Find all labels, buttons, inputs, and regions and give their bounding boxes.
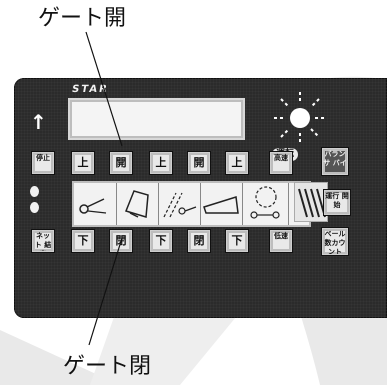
strip-cell-4	[200, 183, 243, 225]
gate-close-button-2[interactable]: 閉	[188, 230, 210, 252]
high-speed-button[interactable]: 高速	[270, 152, 292, 174]
gate-open-button-1[interactable]: 開	[110, 152, 132, 174]
net-binding-button[interactable]: ネット 結束	[32, 230, 54, 252]
gate-open-button-2[interactable]: 開	[188, 152, 210, 174]
run-lamp-icon	[274, 92, 326, 144]
lcd-display	[68, 98, 245, 140]
low-speed-button[interactable]: 低速	[270, 230, 292, 252]
up-button-2[interactable]: 上	[150, 152, 172, 174]
brand-logo: STAR	[71, 84, 110, 95]
bg-wedge-bottom	[90, 300, 250, 385]
bale-count-button[interactable]: ベール 数カウント	[322, 228, 348, 255]
strip-cell-5	[242, 183, 289, 225]
bg-wedge-left	[0, 330, 120, 385]
up-arrow-icon: ↑	[30, 110, 47, 134]
roller-icon	[250, 186, 280, 219]
callout-gate-open: ゲート開	[38, 6, 127, 31]
up-button-1[interactable]: 上	[72, 152, 94, 174]
operation-start-button[interactable]: 運行 開始	[324, 190, 350, 215]
gate-close-button-1[interactable]: 閉	[110, 230, 132, 252]
down-button-3[interactable]: 下	[226, 230, 248, 252]
callout-gate-close: ゲート閉	[63, 354, 152, 379]
down-button-2[interactable]: 下	[150, 230, 172, 252]
function-icon-strip	[72, 181, 311, 227]
bale-icon	[298, 188, 326, 218]
control-panel: STAR ↑ 運転 停止 上 開 上 開 上 高速 バランサ バイ	[14, 78, 387, 318]
arm-icon	[203, 196, 239, 214]
strip-cell-1	[74, 183, 117, 225]
link-icon	[163, 192, 197, 218]
up-button-3[interactable]: 上	[226, 152, 248, 174]
bale-hatch-indicator	[294, 182, 328, 222]
stop-button[interactable]: 停止	[32, 152, 54, 174]
led-upper	[30, 186, 39, 197]
strip-cell-3	[158, 183, 201, 225]
bypass-button[interactable]: バランサ バイ	[322, 148, 348, 175]
lever-icon	[79, 198, 107, 214]
strip-cell-2	[116, 183, 159, 225]
gate-icon	[124, 190, 149, 218]
led-lower	[30, 202, 39, 213]
down-button-1[interactable]: 下	[72, 230, 94, 252]
